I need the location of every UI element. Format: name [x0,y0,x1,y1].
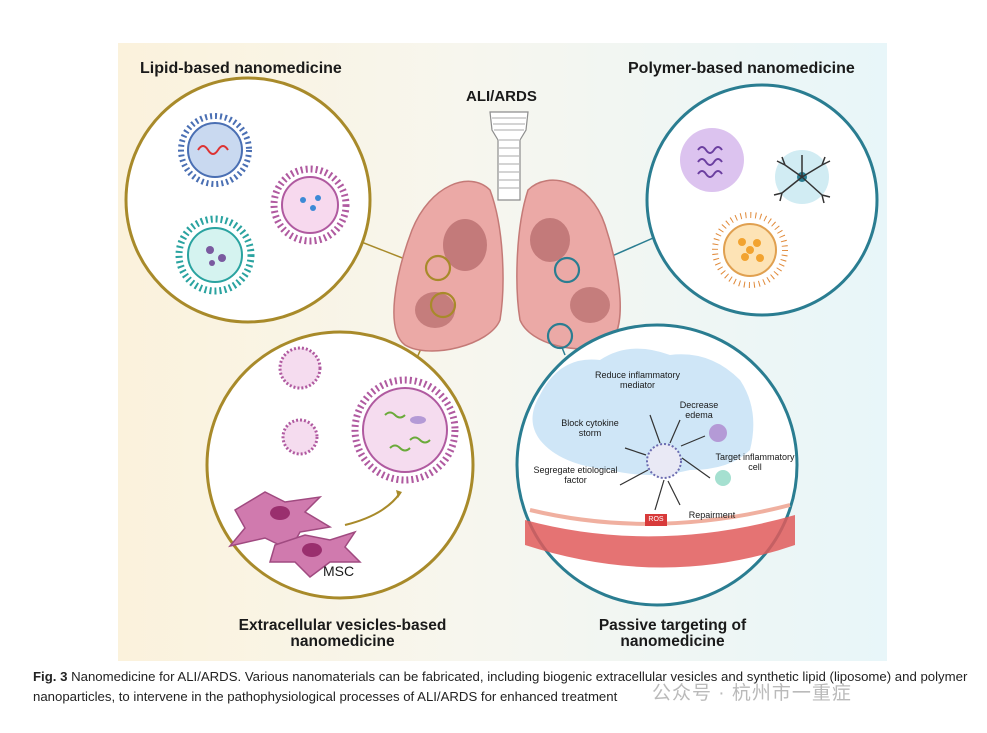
polymer-micelle-purple [680,128,744,192]
ev-nanomedicine-circle [205,330,475,600]
trachea [489,111,529,201]
segregate-factor-label: Segregate etiological factor [533,465,618,485]
target-cell-label: Target inflammatory cell [715,452,795,472]
ev-nanomedicine-label: Extracellular vesicles-based nanomedicin… [238,617,447,650]
lipid-nanomedicine-label: Lipid-based nanomedicine [140,60,342,77]
lipid-nanomedicine-circle [124,76,372,324]
repairment-label: Repairment [688,510,736,520]
passive-targeting-circle [515,323,799,607]
caption-text: Nanomedicine for ALI/ARDS. Various nanom… [33,669,968,704]
extracellular-vesicle-small-1 [278,346,322,390]
decrease-edema-label: Decrease edema [679,400,719,420]
passive-targeting-label: Passive targeting of nanomedicine [598,617,747,650]
lungs [393,179,621,352]
ros-label: ROS [648,516,664,523]
block-cytokine-label: Block cytokine storm [561,418,619,438]
extracellular-vesicle-large [351,376,459,484]
msc-cells [228,490,402,578]
msc-label: MSC [323,563,355,579]
figure-number: Fig. 3 [33,669,68,684]
liposome-teal [175,215,255,295]
polymer-nanomedicine-label: Polymer-based nanomedicine [628,60,855,77]
liposome-pink [270,165,350,245]
watermark: 公众号 · 杭州市一重症 [652,683,852,704]
dendrimer [773,150,831,204]
reduce-mediator-label: Reduce inflammatory mediator [594,370,681,390]
ali-ards-label: ALI/ARDS [466,88,537,105]
polymer-nanoparticle-orange [712,212,788,288]
figure-caption: Fig. 3 Nanomedicine for ALI/ARDS. Variou… [33,667,978,707]
extracellular-vesicle-small-2 [281,418,319,456]
liposome-blue [178,113,252,187]
polymer-nanomedicine-circle [645,83,879,317]
